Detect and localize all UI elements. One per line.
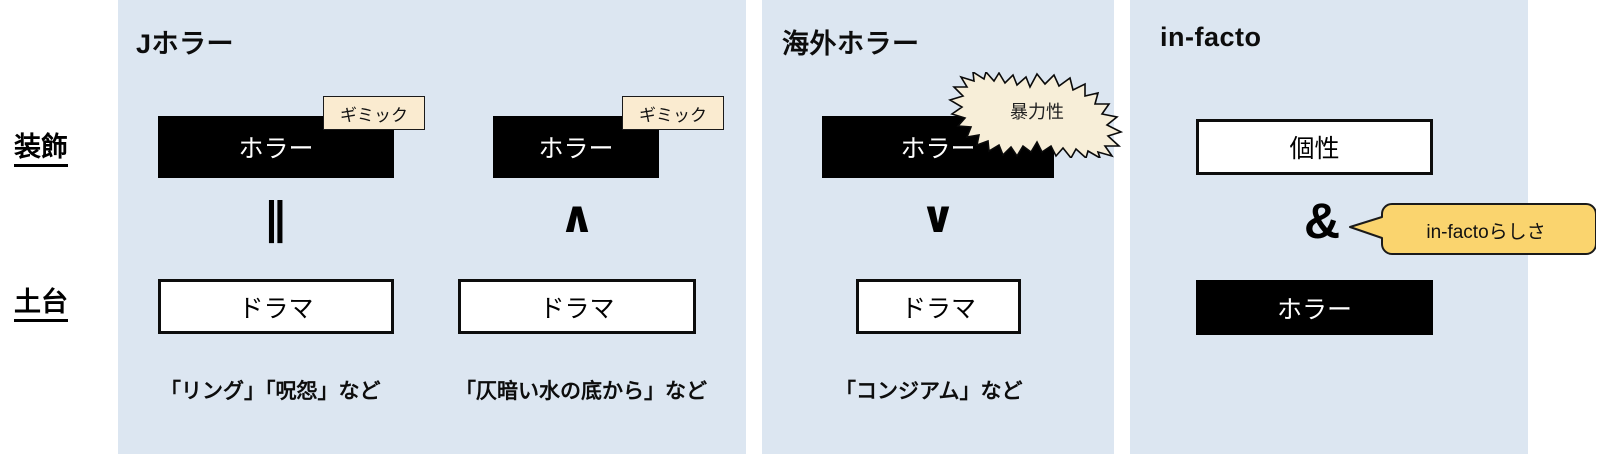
row-label-decoration: 装飾 [14, 132, 68, 167]
panel-j-horror [118, 0, 746, 454]
box-in-facto-horror: ホラー [1196, 280, 1433, 335]
caption-j2: 「仄暗い水の底から」など [455, 380, 707, 403]
panel-overseas-horror [762, 0, 1114, 454]
panel-title-j-horror: Jホラー [136, 29, 235, 59]
panel-title-overseas-horror: 海外ホラー [782, 29, 920, 59]
starburst-label: 暴力性 [1010, 102, 1064, 122]
box-j2-horror: ホラー [493, 116, 659, 178]
box-j2-drama: ドラマ [458, 279, 696, 334]
callout-label: in-factoらしさ [1426, 222, 1546, 243]
operator-j1: ∥ [264, 195, 286, 244]
caption-overseas: 「コンジアム」など [835, 380, 1023, 403]
callout-in-facto-likeness: in-factoらしさ [1348, 200, 1596, 258]
caption-j1: 「リング」「呪怨」など [160, 380, 381, 403]
row-label-foundation: 土台 [14, 287, 68, 322]
starburst-violence: 暴力性 [947, 72, 1127, 158]
operator-overseas: ∨ [920, 193, 956, 242]
panel-title-in-facto: in-facto [1160, 22, 1262, 52]
box-overseas-drama: ドラマ [856, 279, 1021, 334]
operator-in-facto: & [1303, 193, 1341, 249]
starburst-icon [948, 72, 1124, 158]
box-in-facto-identity: 個性 [1196, 119, 1433, 175]
box-j1-drama: ドラマ [158, 279, 394, 334]
operator-j2: ∧ [559, 193, 595, 242]
speech-balloon-icon [1349, 203, 1596, 255]
tag-gimmick-j1: ギミック [323, 96, 425, 130]
tag-gimmick-j2: ギミック [622, 96, 724, 130]
